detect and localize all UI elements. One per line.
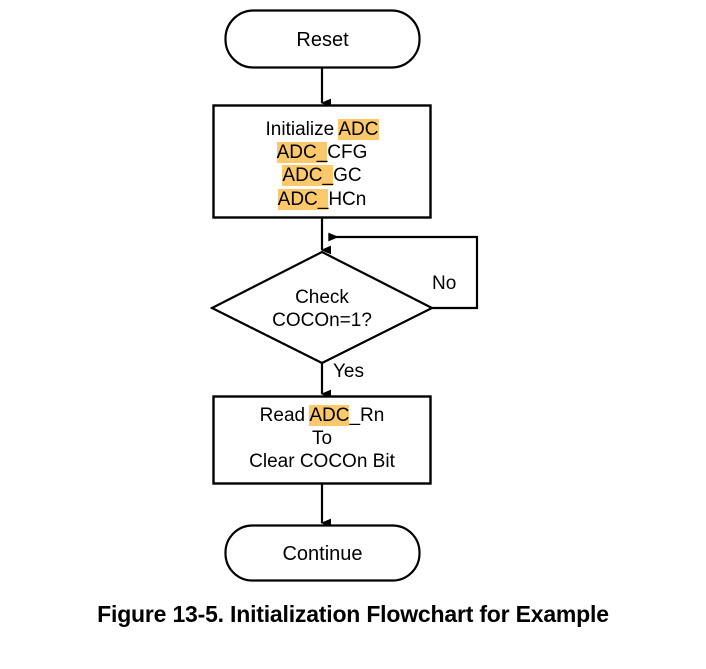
figure-caption: Figure 13-5. Initialization Flowchart fo… [97, 601, 609, 627]
node-initialize-adc-shape [212, 104, 432, 219]
node-continue-shape [224, 524, 421, 582]
edge-no-loop [328, 232, 479, 310]
edge-label-no: No [432, 273, 457, 294]
node-read-adc-rn-shape [212, 395, 432, 485]
node-check-cocon-shape [209, 250, 435, 365]
node-reset-shape [224, 9, 421, 69]
edge-label-yes: Yes [333, 361, 364, 382]
